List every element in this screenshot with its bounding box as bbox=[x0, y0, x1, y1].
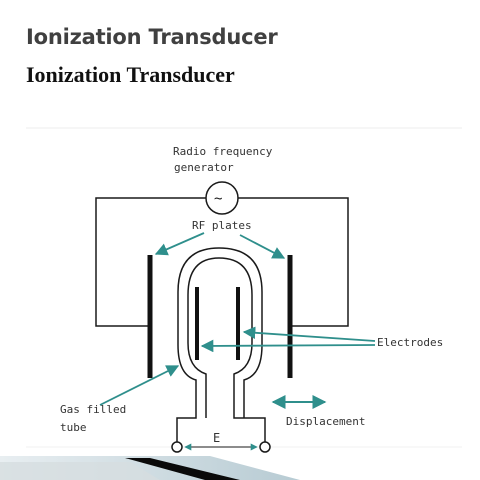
left-terminal bbox=[171, 441, 183, 453]
gas-tube-inner-wall bbox=[187, 257, 253, 394]
bottom-band-dark bbox=[125, 458, 240, 480]
rf-plates-right-arrow bbox=[239, 234, 286, 259]
voltage-label: E bbox=[213, 431, 220, 445]
right-circuit-wire bbox=[238, 197, 349, 327]
gas-tube-outer-wall bbox=[177, 247, 263, 394]
electrodes-arrow-lower bbox=[200, 339, 376, 353]
electrodes-label: Electrodes bbox=[377, 336, 443, 349]
rf-generator-label-line2: generator bbox=[174, 161, 234, 174]
figure-title: Ionization Transducer bbox=[26, 62, 235, 87]
slide-title: Ionization Transducer bbox=[26, 25, 278, 49]
left-lead-wire bbox=[176, 394, 197, 442]
right-terminal bbox=[259, 441, 271, 453]
gas-tube-arrow bbox=[99, 365, 180, 406]
rf-plates-label: RF plates bbox=[192, 219, 252, 232]
bottom-band-gray bbox=[0, 462, 160, 480]
rf-generator-label-line1: Radio frequency bbox=[173, 145, 273, 158]
rf-plates-left-arrow bbox=[154, 232, 205, 256]
displacement-label: Displacement bbox=[286, 415, 365, 428]
generator-sine-symbol: ~ bbox=[214, 191, 222, 207]
gas-tube-label-line1: Gas filled bbox=[60, 403, 126, 416]
electrodes-arrow-upper bbox=[242, 326, 376, 342]
gas-tube-label-line2: tube bbox=[60, 421, 87, 434]
right-lead-wire bbox=[233, 394, 266, 442]
left-circuit-wire bbox=[95, 197, 206, 327]
